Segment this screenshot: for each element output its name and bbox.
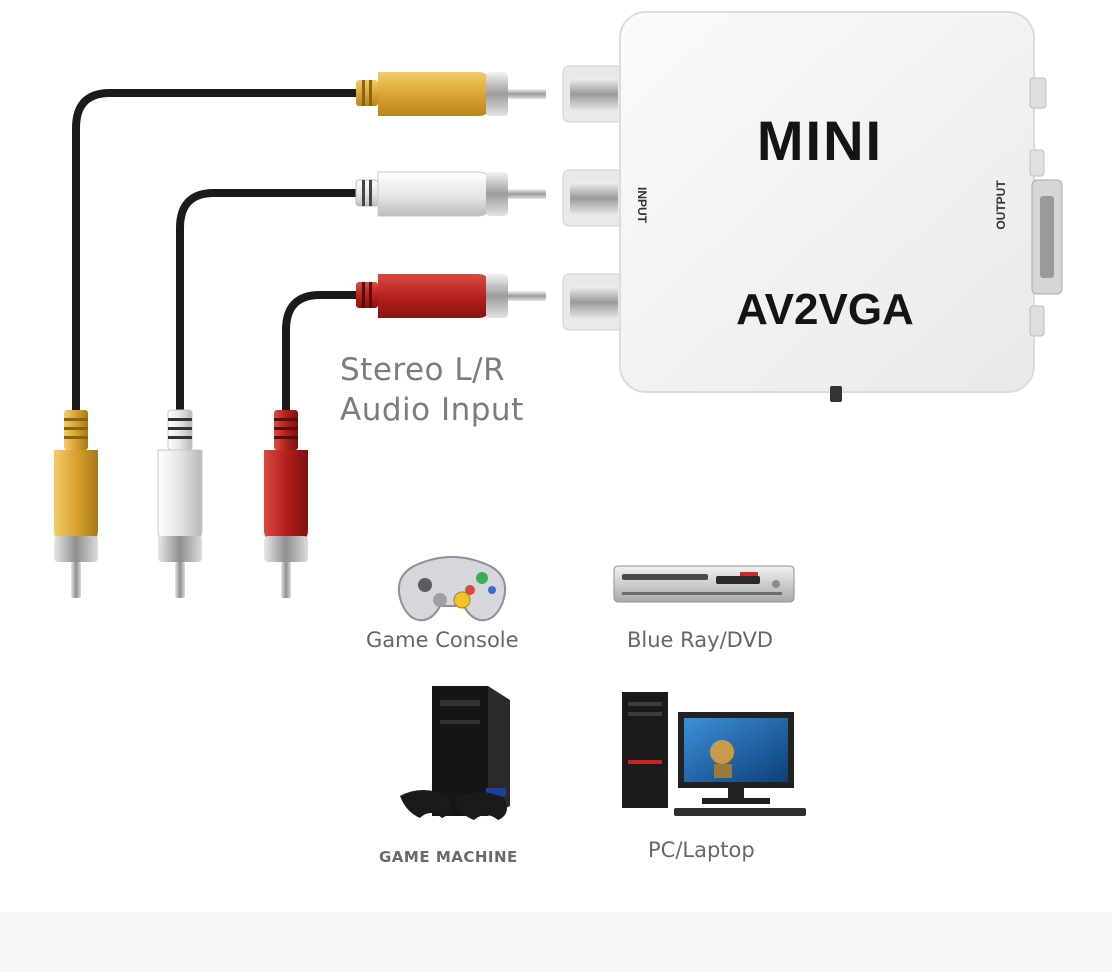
source-label-game-machine: GAME MACHINE bbox=[379, 848, 518, 866]
bottom-strip bbox=[0, 912, 1112, 972]
gamepad-icon bbox=[398, 556, 506, 622]
device-model-label: AV2VGA bbox=[736, 285, 914, 334]
yellow-video-plug-horizontal bbox=[356, 72, 546, 116]
red-audio-plug-horizontal bbox=[356, 274, 546, 318]
red-cable bbox=[282, 291, 364, 419]
source-label-pc: PC/Laptop bbox=[648, 838, 755, 862]
pc-monitor-icon bbox=[622, 692, 806, 816]
output-port-label: OUTPUT bbox=[994, 180, 1008, 230]
device-brand-label: MINI bbox=[757, 109, 883, 172]
device-body bbox=[619, 11, 1035, 393]
rca-cables bbox=[72, 89, 364, 419]
dvd-player-icon bbox=[613, 565, 795, 603]
yellow-video-plug-vertical bbox=[54, 410, 98, 598]
game-machine-icon bbox=[400, 686, 510, 820]
converter-device: MINI AV2VGA INPUT OUTPUT bbox=[562, 11, 1063, 402]
vga-output-port bbox=[1029, 77, 1063, 337]
yellow-cable bbox=[72, 89, 364, 419]
source-label-game-console: Game Console bbox=[366, 628, 519, 652]
white-audio-plug-horizontal bbox=[355, 171, 546, 217]
red-audio-plug-vertical bbox=[264, 410, 308, 598]
power-switch bbox=[830, 386, 842, 402]
white-audio-plug-vertical bbox=[157, 409, 203, 598]
source-label-dvd: Blue Ray/DVD bbox=[627, 628, 773, 652]
rca-input-jacks bbox=[562, 65, 626, 331]
white-cable bbox=[176, 189, 364, 419]
input-port-label: INPUT bbox=[635, 187, 649, 224]
